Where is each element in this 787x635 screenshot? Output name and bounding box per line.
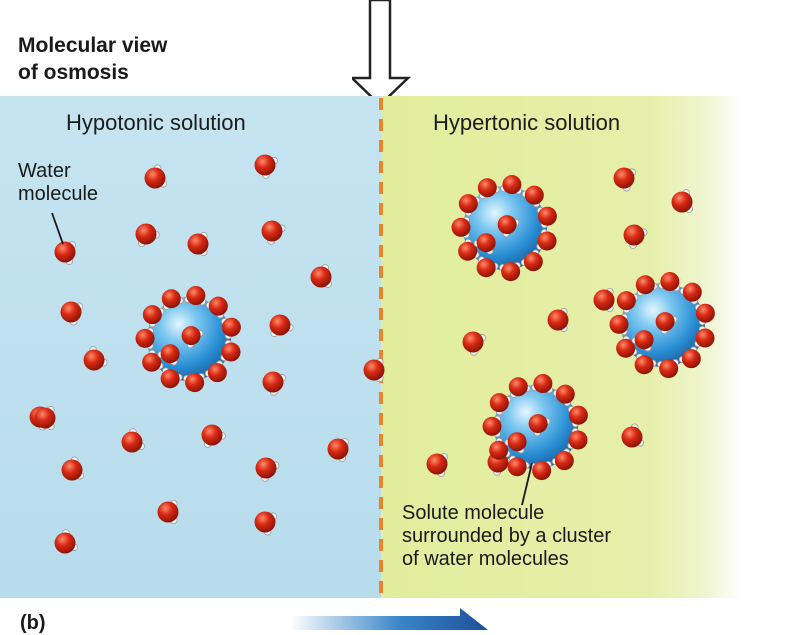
water-molecule (500, 262, 521, 281)
water-molecule (270, 315, 294, 337)
solute-callout-line-2: surrounded by a cluster (402, 525, 611, 548)
solute-callout: Solute molecule surrounded by a cluster … (402, 502, 611, 571)
water-molecule (188, 232, 209, 255)
water-molecule (610, 314, 629, 335)
solute-callout-line-3: of water molecules (402, 548, 611, 571)
water-molecule (452, 217, 471, 238)
water-molecule (55, 241, 76, 264)
water-molecule (501, 175, 522, 194)
water-molecule (532, 374, 553, 393)
water-callout: Water molecule (18, 160, 98, 206)
water-molecule (184, 373, 205, 392)
water-molecule (658, 359, 679, 378)
water-molecule (311, 264, 332, 287)
water-molecule (624, 225, 648, 249)
water-molecule (158, 500, 179, 523)
water-molecule (364, 358, 385, 381)
water-molecule (145, 165, 167, 189)
water-molecule (531, 461, 552, 480)
water-molecule (263, 372, 286, 396)
water-molecule (548, 308, 569, 331)
water-flow-arrow-icon (290, 606, 490, 630)
water-molecule (255, 155, 278, 179)
water-molecule (255, 512, 277, 536)
water-callout-line-1: Water (18, 160, 98, 183)
water-molecule (328, 438, 349, 461)
water-molecule (61, 302, 83, 326)
water-molecule (62, 457, 84, 481)
figure-part-label: (b) (20, 612, 46, 635)
water-molecule (136, 328, 155, 349)
water-molecule (185, 286, 206, 305)
water-molecule (84, 347, 108, 371)
water-molecule (136, 224, 160, 247)
solute-callout-line-1: Solute molecule (402, 502, 611, 525)
water-molecule (427, 453, 448, 476)
water-molecule (202, 425, 226, 448)
water-molecule (659, 272, 680, 291)
water-molecule (614, 168, 636, 192)
water-molecule (594, 288, 615, 311)
water-molecule (463, 332, 486, 356)
water-molecule (55, 530, 78, 554)
water-callout-line-2: molecule (18, 183, 98, 206)
water-molecule (262, 221, 286, 245)
water-molecule (672, 189, 693, 212)
water-molecule (622, 424, 644, 448)
water-molecule (483, 416, 502, 437)
water-molecule (122, 429, 145, 453)
water-molecule (256, 458, 280, 482)
